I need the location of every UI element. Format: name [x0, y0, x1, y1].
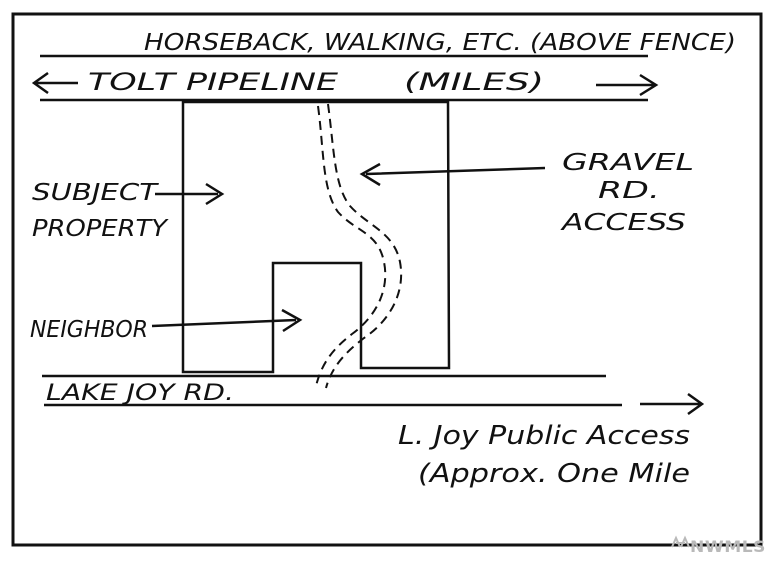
- gravel-label-line1: GRAVEL: [562, 150, 694, 176]
- horseback-label: HORSEBACK, WALKING, ETC. (ABOVE FENCE): [144, 30, 736, 56]
- subject-label-line1: SUBJECT: [32, 180, 159, 206]
- gravel-road-right: [325, 103, 403, 389]
- nwmls-logo-icon: [671, 535, 690, 548]
- public-access-label-line2: (Approx. One Mile: [418, 459, 690, 489]
- pipeline-right-arrow: [596, 73, 659, 97]
- sketch-frame: [11, 12, 763, 547]
- public-access-label-line1: L. Joy Public Access: [398, 421, 690, 451]
- subject-property-outline: [181, 100, 451, 374]
- watermark: NWMLS: [671, 535, 766, 556]
- pipeline-label: TOLT PIPELINE: [88, 68, 339, 96]
- neighbor-arrow: [151, 308, 303, 333]
- miles-label: (MILES): [404, 68, 544, 96]
- gravel-road-arrow: [359, 162, 546, 187]
- subject-label-line2: PROPERTY: [32, 216, 169, 242]
- public-access-arrow: [640, 392, 705, 416]
- lake-joy-road-label: LAKE JOY RD.: [46, 381, 234, 406]
- gravel-label-line2: RD.: [598, 178, 660, 204]
- watermark-text: NWMLS: [690, 537, 766, 556]
- pipeline-left-arrow: [31, 71, 78, 95]
- gravel-road-left: [315, 105, 387, 387]
- gravel-label-line3: ACCESS: [559, 210, 686, 236]
- neighbor-label: NEIGHBOR: [30, 317, 148, 343]
- subject-property-arrow: [155, 182, 225, 206]
